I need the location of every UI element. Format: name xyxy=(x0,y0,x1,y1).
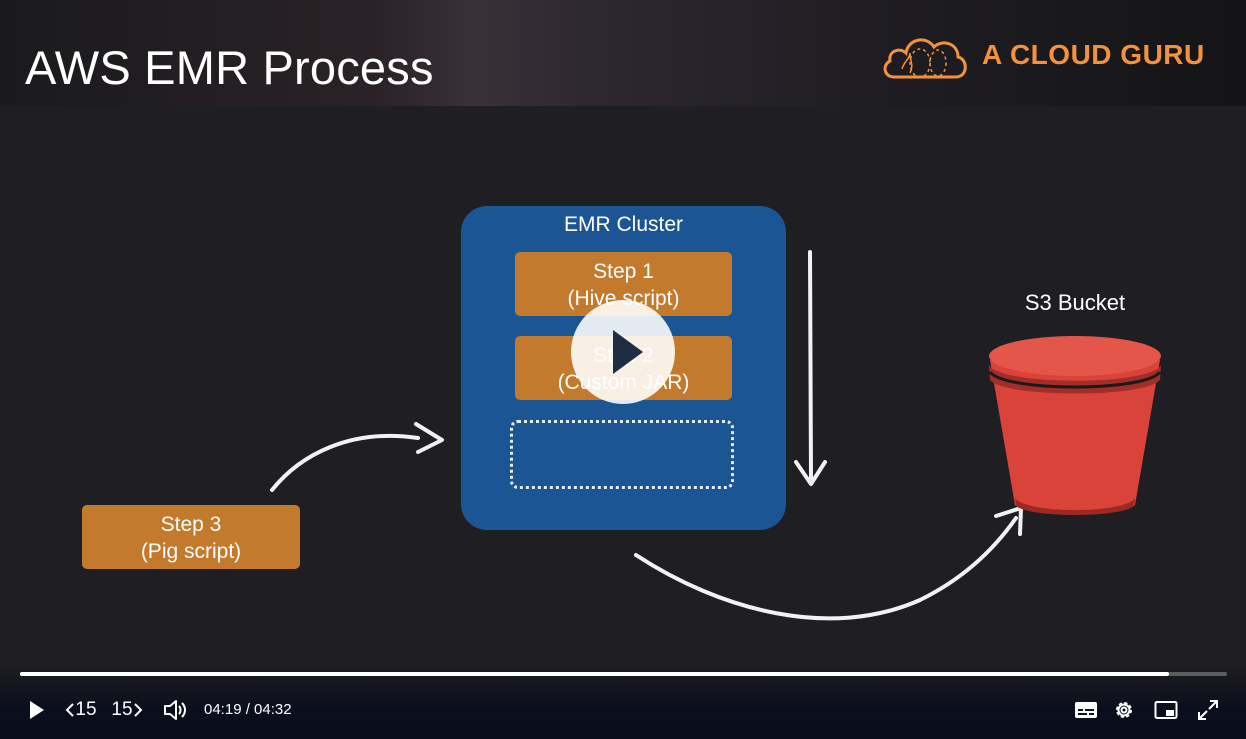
forward-15-label: 15 xyxy=(111,699,133,720)
captions-button[interactable] xyxy=(1072,696,1100,724)
play-icon xyxy=(30,701,44,719)
settings-button[interactable] xyxy=(1110,696,1138,724)
arrow-cluster-to-s3 xyxy=(634,506,1023,621)
slide-header xyxy=(0,0,1246,106)
center-play-button[interactable] xyxy=(571,300,675,404)
rewind-15-button[interactable]: 15 xyxy=(62,696,100,724)
step-1-subtitle: (Hive script) xyxy=(567,287,680,310)
time-display: 04:19 / 04:32 xyxy=(204,701,292,718)
progress-played xyxy=(20,672,1170,676)
brand-logo: A CLOUD GURU xyxy=(880,28,1205,82)
brand-name: A CLOUD GURU xyxy=(982,39,1205,70)
fullscreen-icon xyxy=(1198,700,1218,720)
rewind-15-label: 15 xyxy=(75,699,97,720)
picture-in-picture-button[interactable] xyxy=(1152,696,1180,724)
arrow-step3-to-cluster xyxy=(270,422,444,492)
forward-15-icon xyxy=(133,703,142,717)
s3-bucket-label: S3 Bucket xyxy=(1024,290,1126,315)
volume-button[interactable] xyxy=(160,696,190,724)
slide-title: AWS EMR Process xyxy=(25,41,434,94)
step-1-title: Step 1 xyxy=(593,260,654,283)
play-icon xyxy=(613,330,643,374)
step-3-box xyxy=(82,505,300,569)
arrow-down-execution xyxy=(794,250,827,486)
progress-bar[interactable] xyxy=(20,672,1227,676)
fullscreen-button[interactable] xyxy=(1194,696,1222,724)
play-button[interactable] xyxy=(22,696,50,724)
forward-15-button[interactable]: 15 xyxy=(108,696,146,724)
control-bar: 15 15 04:19 / 04:32 xyxy=(0,690,1246,730)
captions-icon xyxy=(1075,702,1097,718)
cloud-logo-icon xyxy=(883,38,967,79)
step-3-subtitle: (Pig script) xyxy=(140,540,242,563)
settings-gear-icon xyxy=(1116,702,1132,718)
empty-step-slot xyxy=(510,420,734,489)
rewind-15-icon xyxy=(66,703,75,717)
s3-bucket-icon xyxy=(988,336,1162,515)
volume-icon xyxy=(164,700,186,720)
controls-background xyxy=(0,666,1246,739)
picture-in-picture-icon xyxy=(1154,701,1178,719)
step-3-title: Step 3 xyxy=(160,513,222,536)
cluster-title: EMR Cluster xyxy=(563,213,684,236)
